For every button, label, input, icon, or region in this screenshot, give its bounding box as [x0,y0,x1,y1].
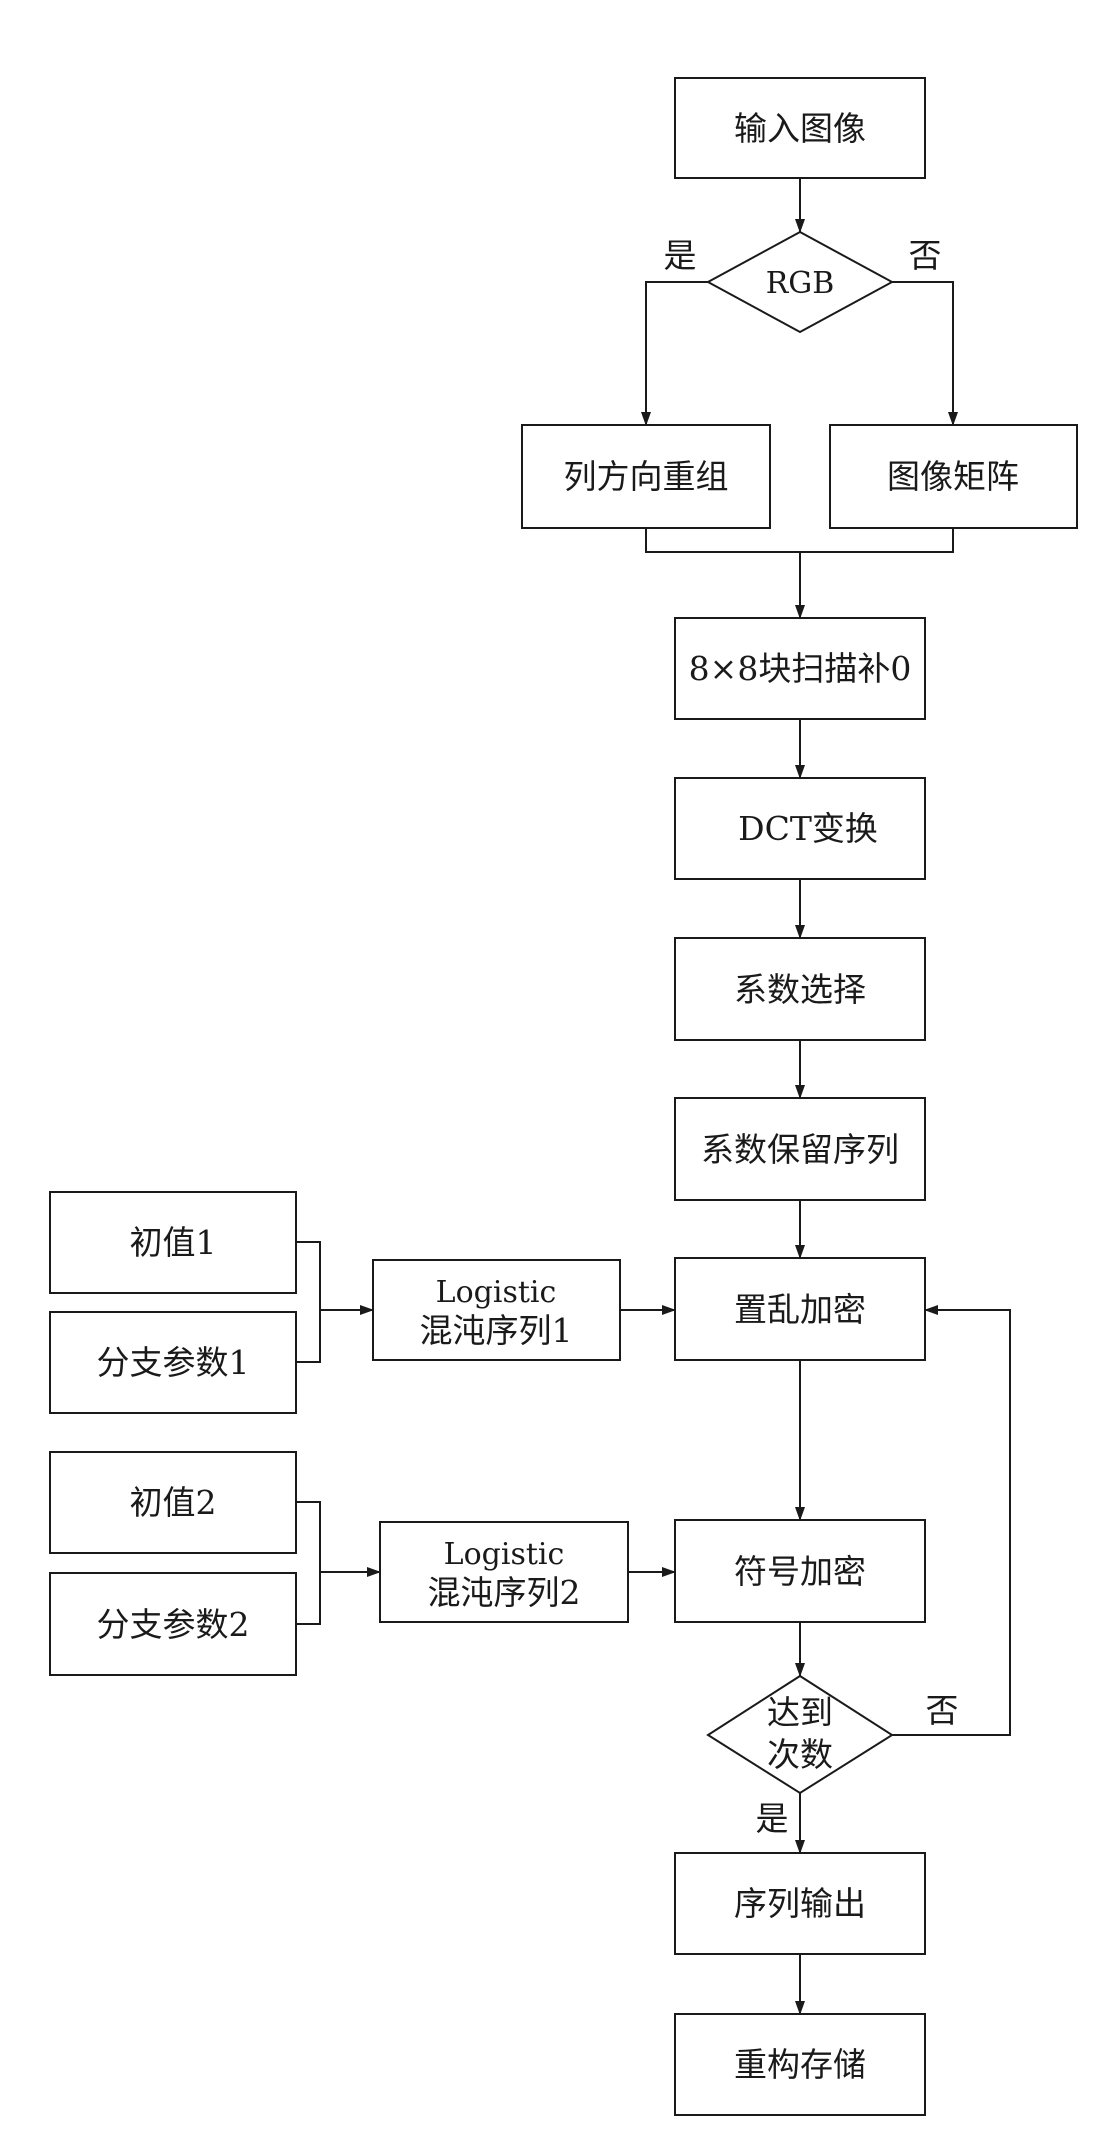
column-reorg-label: 列方向重组 [564,457,729,496]
init-value-1-box: 初值1 [49,1191,297,1294]
logistic-2-label-line2: 混沌序列2 [428,1573,581,1612]
reach-count-label-line2: 次数 [767,1735,833,1774]
sign-encrypt-box: 符号加密 [674,1519,926,1623]
image-matrix-label: 图像矩阵 [887,457,1019,496]
reconstruct-store-box: 重构存储 [674,2013,926,2116]
logistic-1-box: Logistic 混沌序列1 [372,1259,621,1361]
sign-encrypt-label: 符号加密 [734,1552,866,1591]
count-no-label: 否 [926,1691,959,1730]
branch-param-2-label: 分支参数2 [97,1605,250,1644]
coef-keep-seq-box: 系数保留序列 [674,1097,926,1201]
dct-transform-box: DCT变换 [674,777,926,880]
init-value-2-label: 初值2 [130,1483,217,1522]
logistic-2-box: Logistic 混沌序列2 [379,1521,629,1623]
reach-count-diamond: 达到 次数 [706,1674,894,1795]
edge-merge-to-block-scan [645,528,954,619]
block-scan-box: 8×8块扫描补0 [674,617,926,720]
input-image-label: 输入图像 [734,109,866,148]
rgb-no-label: 否 [909,236,942,275]
coef-select-label: 系数选择 [734,970,866,1009]
branch-param-1-label: 分支参数1 [97,1343,250,1382]
count-yes-label: 是 [756,1799,789,1838]
scramble-encrypt-label: 置乱加密 [734,1290,866,1329]
rgb-yes-label: 是 [664,236,697,275]
branch-param-2-box: 分支参数2 [49,1572,297,1676]
edge-params1-to-logistic1 [296,1241,374,1363]
rgb-decision-label: RGB [766,266,835,301]
logistic-1-label-line1: Logistic [436,1275,557,1310]
column-reorg-box: 列方向重组 [521,424,771,529]
rgb-decision-diamond: RGB [705,230,895,334]
dct-transform-label: DCT变换 [738,809,878,848]
seq-output-box: 序列输出 [674,1852,926,1955]
coef-select-box: 系数选择 [674,937,926,1041]
block-scan-label: 8×8块扫描补0 [689,649,912,688]
logistic-2-label-line1: Logistic [444,1537,565,1572]
edge-rgb-no-to-image-matrix [892,281,958,426]
reach-count-label-line1: 达到 [767,1693,833,1732]
init-value-2-box: 初值2 [49,1451,297,1554]
image-matrix-box: 图像矩阵 [829,424,1078,529]
input-image-box: 输入图像 [674,77,926,179]
edge-reach-count-no-loop [892,1305,1011,1736]
branch-param-1-box: 分支参数1 [49,1311,297,1414]
logistic-1-label-line2: 混沌序列1 [420,1311,573,1350]
edge-params2-to-logistic2 [296,1501,381,1625]
init-value-1-label: 初值1 [130,1223,217,1262]
seq-output-label: 序列输出 [734,1884,866,1923]
reconstruct-store-label: 重构存储 [734,2045,866,2084]
edge-rgb-yes-to-column-reorg [641,281,708,426]
coef-keep-seq-label: 系数保留序列 [701,1130,899,1169]
scramble-encrypt-box: 置乱加密 [674,1257,926,1361]
